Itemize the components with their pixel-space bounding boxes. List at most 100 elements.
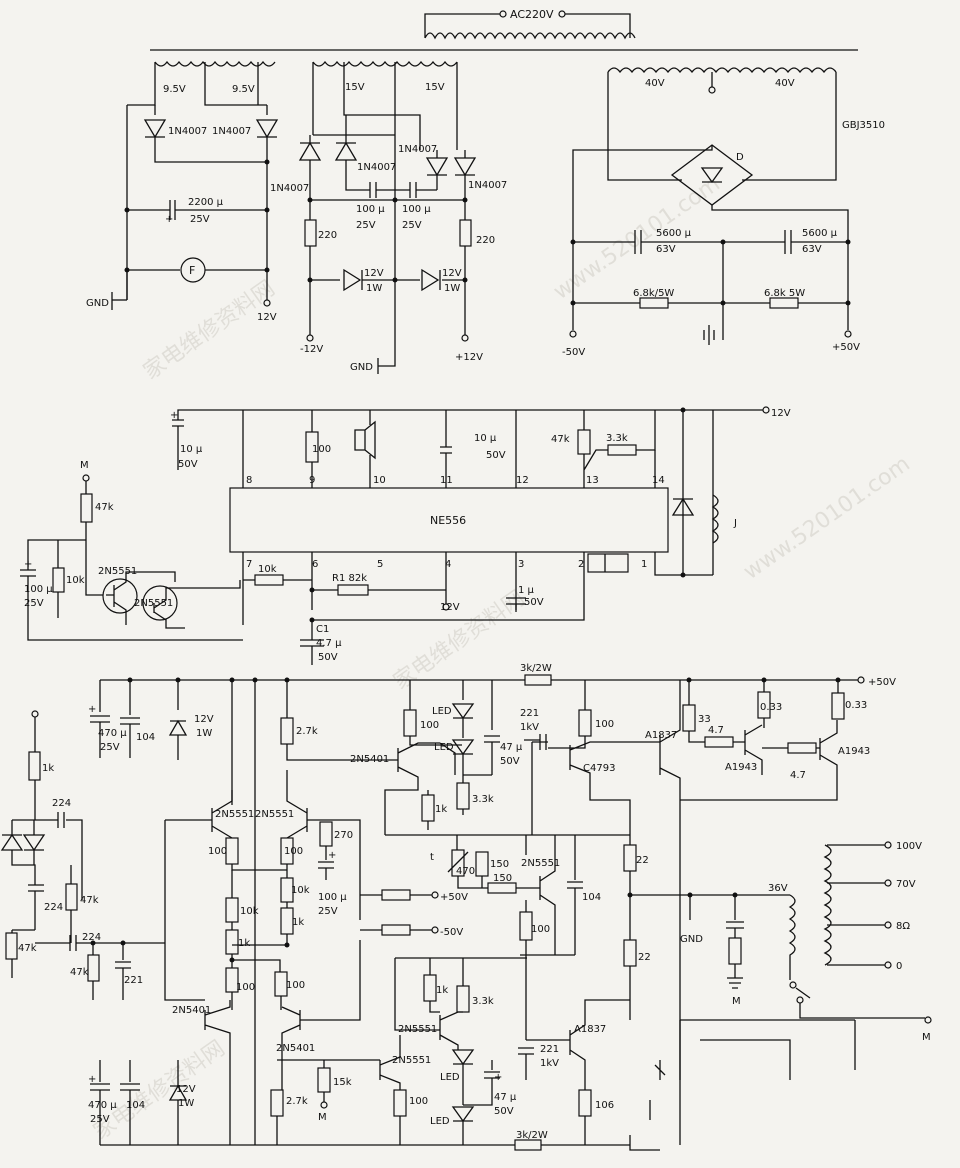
power-amplifier: 3k/2W +50V 3k/2W + 470 μ 25V 104 12V 1W … <box>0 663 932 1151</box>
led-icon <box>451 1049 475 1105</box>
res-label: 22 <box>638 952 651 963</box>
transistor-label: A1837 <box>645 730 677 741</box>
diode-label: 1N4007 <box>270 183 309 194</box>
resistor <box>456 985 470 1013</box>
res-label: 22 <box>636 855 649 866</box>
svg-text:+: + <box>165 214 173 225</box>
res-label: 100 <box>208 846 227 857</box>
net-label: M <box>80 460 89 471</box>
rail-label: -50V <box>562 347 585 358</box>
cap-label: 221 <box>540 1044 559 1055</box>
cap-label: 224 <box>82 932 101 943</box>
res-label: 10k <box>66 575 85 586</box>
fan-icon <box>180 257 206 283</box>
transistor-label: 2N5551 <box>521 858 560 869</box>
rail-label: 12V <box>771 408 791 419</box>
cap-label: 100 μ <box>24 584 53 595</box>
supply-pm50v: 40V 40V GBJ3510 D 5600 μ 63V 5600 μ 63V … <box>562 67 885 358</box>
res-label: R1 82k <box>332 573 367 584</box>
transistor-q <box>102 578 138 614</box>
transistor-label: 2N5551 <box>134 598 173 609</box>
resistor <box>304 219 317 247</box>
led-icon <box>451 1106 475 1145</box>
diode-icon <box>671 497 695 516</box>
transistor-label: A1837 <box>574 1024 606 1035</box>
pin-number: 4 <box>445 559 451 570</box>
watermark-text: 家电维修资料网 <box>139 276 280 385</box>
pin-number: 14 <box>652 475 665 486</box>
cap-label: 25V <box>356 220 376 231</box>
res-label: 47k <box>18 943 37 954</box>
pin-number: 13 <box>586 475 599 486</box>
led-label: LED <box>430 1116 450 1127</box>
watermark-text: www.520101.com <box>739 451 915 584</box>
zener-label: 12V <box>364 268 384 279</box>
zener-icon <box>168 719 188 760</box>
resistor <box>280 717 294 745</box>
cap-label: 50V <box>178 459 198 470</box>
res-label: 10k <box>240 906 259 917</box>
resistor <box>524 674 552 686</box>
supply-pm12v: 15V 15V 1N4007 1N4007 1N4007 1N4007 100 … <box>270 60 507 374</box>
cap-label: 100 μ <box>318 892 347 903</box>
bridge-label: GBJ3510 <box>842 120 885 131</box>
led-label: LED <box>440 1072 460 1083</box>
res-label: 47k <box>95 502 114 513</box>
res-label: 3k/2W <box>516 1130 548 1141</box>
transistor-label: 2N5401 <box>276 1043 315 1054</box>
cap-label: 25V <box>190 214 210 225</box>
gnd-label: GND <box>86 298 109 309</box>
rail-label: -50V <box>440 927 463 938</box>
cap-label: 4.7 μ <box>316 638 342 649</box>
cap-label: 5600 μ <box>802 228 838 239</box>
res-label: 1k <box>238 938 250 949</box>
ic-label: NE556 <box>430 514 466 527</box>
pin-number: 2 <box>578 559 584 570</box>
resistor <box>5 932 18 960</box>
cap-label: 2200 μ <box>188 197 224 208</box>
transistor-label: 2N5551 <box>98 566 137 577</box>
res-label: 470 <box>456 866 475 877</box>
zener-label: 12V <box>176 1084 196 1095</box>
resistor <box>639 297 669 309</box>
transistor-label: 2N5551 <box>392 1055 431 1066</box>
rail-label: +12V <box>455 352 483 363</box>
rail-label: 12V <box>257 312 277 323</box>
led-label: LED <box>434 742 454 753</box>
relay-label: J <box>733 518 737 529</box>
cap-label: 1kV <box>520 722 539 733</box>
res-label: 150 <box>490 859 509 870</box>
res-label: 33 <box>698 714 711 725</box>
cap-label: 100 μ <box>402 204 431 215</box>
diode-icon <box>298 141 322 161</box>
cap-label: 47 μ <box>500 742 523 753</box>
cap-label: 50V <box>500 756 520 767</box>
output-transformer-secondary <box>823 844 832 966</box>
ne556-chip <box>229 487 669 553</box>
cap-label: 10 μ <box>180 444 203 455</box>
tap-label: 0 <box>896 961 902 972</box>
supply-12v-fan: 9.5V 9.5V 1N4007 1N4007 2200 μ 25V + F G… <box>86 60 279 323</box>
res-label: 150 <box>493 873 512 884</box>
res-label: 3.3k <box>606 433 628 444</box>
res-label: 100 <box>595 719 614 730</box>
diode-label: 1N4007 <box>212 126 251 137</box>
rail-label: 12V <box>440 602 460 613</box>
res-label: 10k <box>291 885 310 896</box>
resistor <box>28 751 41 781</box>
watermark-layer: 家电维修资料网 www.520101.com 家电维修资料网 www.52010… <box>89 171 915 1144</box>
res-label: 47k <box>70 967 89 978</box>
diode-icon <box>22 834 46 852</box>
res-label: 100 <box>312 444 331 455</box>
diode-icon <box>143 119 167 139</box>
pin-number: 12 <box>516 475 529 486</box>
resistor <box>225 837 239 865</box>
cap-label: 25V <box>318 906 338 917</box>
resistor <box>787 742 817 754</box>
res-label: 2.7k <box>286 1096 308 1107</box>
zener-icon <box>343 268 363 292</box>
res-label: 4.7 <box>708 725 724 736</box>
resistor <box>317 1067 331 1093</box>
winding-label: 40V <box>775 78 795 89</box>
pin-number: 7 <box>246 559 252 570</box>
